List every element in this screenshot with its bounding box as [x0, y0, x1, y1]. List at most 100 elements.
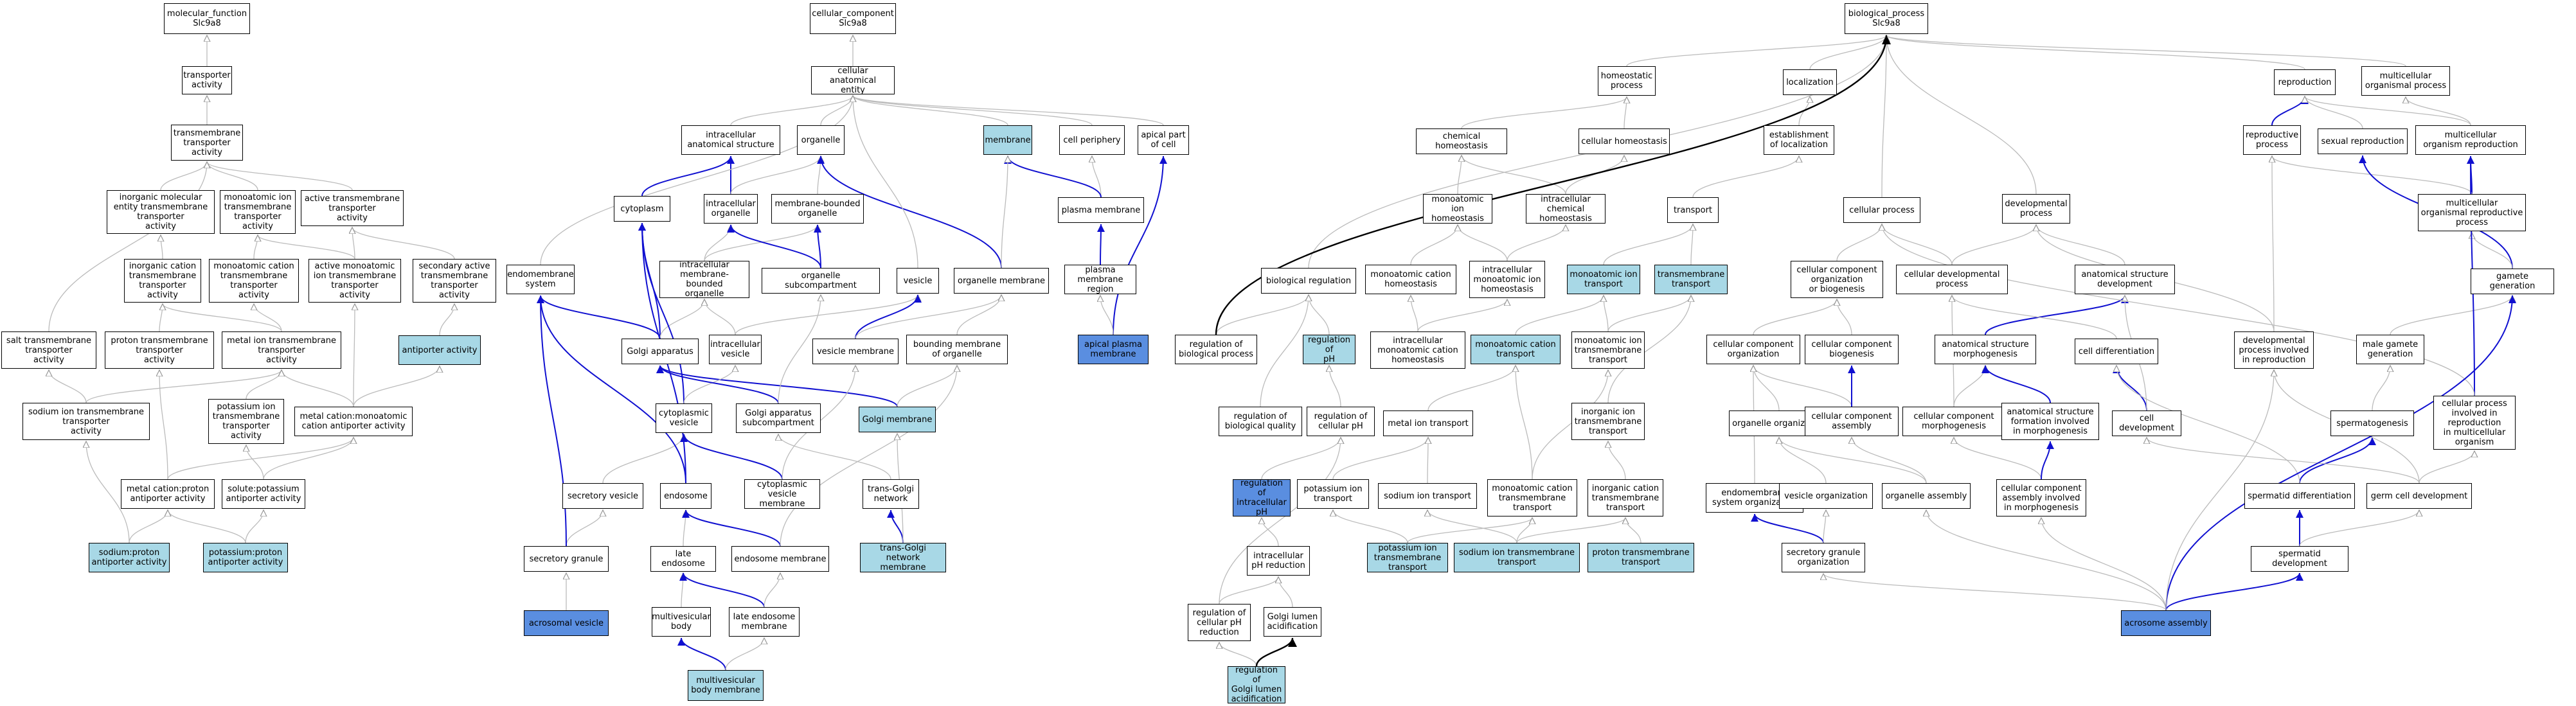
node-potassium-proton-antiporter[interactable]: potassium:proton antiporter activity	[203, 543, 288, 572]
node-multicellular-organism-reproduction[interactable]: multicellular organism reproduction	[2415, 125, 2526, 155]
node-plasma-membrane[interactable]: plasma membrane	[1058, 197, 1144, 223]
node-apical-plasma-membrane[interactable]: apical plasma membrane	[1078, 335, 1149, 364]
node-intracellular-vesicle[interactable]: intracellular vesicle	[709, 335, 762, 364]
node-secondary-active-transporter[interactable]: secondary active transmembrane transport…	[413, 259, 496, 303]
node-developmental-process-involved-in-reproduction[interactable]: developmental process involved in reprod…	[2234, 331, 2314, 369]
node-membrane-bounded-organelle[interactable]: membrane-bounded organelle	[771, 194, 864, 224]
node-establishment-of-localization[interactable]: establishment of localization	[1764, 125, 1834, 155]
node-anatomical-structure-development[interactable]: anatomical structure development	[2075, 265, 2175, 294]
node-cellular-component-organization-or-biogenesis[interactable]: cellular component organization or bioge…	[1791, 261, 1883, 298]
node-membrane[interactable]: membrane	[983, 125, 1032, 155]
node-sexual-reproduction[interactable]: sexual reproduction	[2318, 128, 2408, 154]
node-salt-transmembrane-transporter[interactable]: salt transmembrane transporter activity	[1, 331, 96, 369]
node-cellular-homeostasis[interactable]: cellular homeostasis	[1579, 128, 1670, 154]
node-trans-golgi-network-membrane[interactable]: trans-Golgi network membrane	[860, 543, 946, 572]
node-reproductive-process[interactable]: reproductive process	[2243, 125, 2301, 155]
node-cellular-process[interactable]: cellular process	[1843, 197, 1920, 223]
node-regulation-of-cellular-ph[interactable]: regulation of cellular pH	[1307, 407, 1375, 436]
node-regulation-of-cellular-ph-reduction[interactable]: regulation of cellular pH reduction	[1188, 604, 1251, 641]
node-secretory-vesicle[interactable]: secretory vesicle	[562, 483, 643, 509]
node-secretory-granule-organization[interactable]: secretory granule organization	[1782, 543, 1865, 572]
node-intracellular-ph-reduction[interactable]: intracellular pH reduction	[1247, 546, 1310, 576]
node-cytoplasmic-vesicle[interactable]: cytoplasmic vesicle	[656, 403, 712, 433]
node-potassium-ion-transporter[interactable]: potassium ion transmembrane transporter …	[208, 399, 284, 444]
node-metal-cation-proton-antiporter[interactable]: metal cation:proton antiporter activity	[121, 479, 215, 509]
node-multivesicular-body[interactable]: multivesicular body	[652, 607, 711, 637]
node-cell-differentiation[interactable]: cell differentiation	[2075, 339, 2158, 364]
node-cellular-component-morphogenesis[interactable]: cellular component morphogenesis	[1902, 407, 2005, 436]
node-golgi-apparatus[interactable]: Golgi apparatus	[622, 339, 699, 364]
node-intracellular-monoatomic-cation-homeostasis[interactable]: intracellular monoatomic cation homeosta…	[1370, 331, 1465, 369]
node-organelle-assembly[interactable]: organelle assembly	[1882, 483, 1971, 509]
node-inorganic-ion-transmembrane-transport[interactable]: inorganic ion transmembrane transport	[1571, 403, 1645, 440]
node-developmental-process[interactable]: developmental process	[2002, 194, 2070, 224]
node-cellular-process-involved-in-reproduction[interactable]: cellular process involved in reproductio…	[2433, 396, 2516, 450]
node-monoatomic-ion-homeostasis[interactable]: monoatomic ion homeostasis	[1423, 194, 1492, 224]
node-sodium-ion-transmembrane-transport[interactable]: sodium ion transmembrane transport	[1454, 543, 1580, 572]
node-intracellular-chemical-homeostasis[interactable]: intracellular chemical homeostasis	[1526, 194, 1606, 224]
node-proton-transmembrane-transport[interactable]: proton transmembrane transport	[1588, 543, 1694, 572]
node-multicellular-organismal-reproductive-process[interactable]: multicellular organismal reproductive pr…	[2418, 194, 2526, 231]
node-intracellular-monoatomic-ion-homeostasis[interactable]: intracellular monoatomic ion homeostasis	[1469, 261, 1545, 298]
node-plasma-membrane-region[interactable]: plasma membrane region	[1064, 265, 1136, 294]
node-vesicle[interactable]: vesicle	[897, 268, 939, 294]
node-solute-potassium-antiporter[interactable]: solute:potassium antiporter activity	[222, 479, 305, 509]
node-gamete-generation[interactable]: gamete generation	[2471, 269, 2554, 294]
node-localization[interactable]: localization	[1783, 69, 1837, 95]
node-monoatomic-ion-transmembrane-transport[interactable]: monoatomic ion transmembrane transport	[1571, 331, 1645, 369]
node-cytoplasm[interactable]: cytoplasm	[614, 196, 670, 222]
node-male-gamete-generation[interactable]: male gamete generation	[2356, 335, 2424, 364]
node-organelle-subcompartment[interactable]: organelle subcompartment	[762, 268, 880, 294]
node-acrosomal-vesicle[interactable]: acrosomal vesicle	[524, 610, 609, 636]
node-metal-ion-transport[interactable]: metal ion transport	[1383, 410, 1473, 436]
node-golgi-membrane[interactable]: Golgi membrane	[859, 407, 936, 432]
node-endosome-membrane[interactable]: endosome membrane	[731, 546, 829, 572]
node-metal-cation-antiporter[interactable]: metal cation:monoatomic cation antiporte…	[294, 407, 413, 436]
node-regulation-of-biological-process[interactable]: regulation of biological process	[1175, 335, 1257, 364]
node-intracellular-organelle[interactable]: intracellular organelle	[704, 194, 758, 224]
node-chemical-homeostasis[interactable]: chemical homeostasis	[1416, 128, 1507, 154]
node-regulation-of-biological-quality[interactable]: regulation of biological quality	[1219, 407, 1302, 436]
node-transporter-activity[interactable]: transporter activity	[182, 66, 232, 94]
node-monoatomic-cation-homeostasis[interactable]: monoatomic cation homeostasis	[1365, 265, 1456, 294]
node-cellular-developmental-process[interactable]: cellular developmental process	[1896, 265, 2008, 294]
node-transmembrane-transport[interactable]: transmembrane transport	[1654, 265, 1728, 294]
node-organelle-membrane[interactable]: organelle membrane	[954, 268, 1049, 294]
node-homeostatic-process[interactable]: homeostatic process	[1598, 66, 1656, 96]
node-secretory-granule[interactable]: secretory granule	[524, 546, 609, 572]
node-molecular-function[interactable]: molecular_function Slc9a8	[164, 3, 250, 34]
node-monoatomic-cation-transport[interactable]: monoatomic cation transport	[1471, 335, 1561, 364]
node-inorganic-cation-transmembrane-transport[interactable]: inorganic cation transmembrane transport	[1588, 479, 1663, 516]
node-potassium-ion-transmembrane-transport[interactable]: potassium ion transmembrane transport	[1367, 543, 1448, 572]
node-endosome[interactable]: endosome	[660, 483, 711, 509]
node-cell-development[interactable]: cell development	[2112, 410, 2181, 436]
node-regulation-of-ph[interactable]: regulation of pH	[1303, 335, 1355, 364]
node-multicellular-organismal-process[interactable]: multicellular organismal process	[2361, 66, 2450, 96]
node-inorganic-molecular-entity-transporter[interactable]: inorganic molecular entity transmembrane…	[107, 190, 215, 234]
node-regulation-of-intracellular-ph[interactable]: regulation of intracellular pH	[1233, 479, 1291, 517]
node-spermatid-differentiation[interactable]: spermatid differentiation	[2244, 483, 2355, 509]
node-spermatid-development[interactable]: spermatid development	[2251, 546, 2348, 572]
node-potassium-ion-transport[interactable]: potassium ion transport	[1297, 479, 1369, 509]
node-active-monoatomic-ion-transporter[interactable]: active monoatomic ion transmembrane tran…	[309, 259, 401, 303]
node-apical-part-of-cell[interactable]: apical part of cell	[1138, 125, 1189, 155]
node-cytoplasmic-vesicle-membrane[interactable]: cytoplasmic vesicle membrane	[744, 479, 820, 509]
node-monoatomic-cation-transporter[interactable]: monoatomic cation transmembrane transpor…	[209, 259, 299, 303]
node-acrosome-assembly[interactable]: acrosome assembly	[2121, 610, 2211, 636]
node-intracellular-membrane-bounded-organelle[interactable]: intracellular membrane-bounded organelle	[659, 260, 749, 299]
node-late-endosome-membrane[interactable]: late endosome membrane	[729, 607, 800, 637]
node-intracellular-anatomical-structure[interactable]: intracellular anatomical structure	[681, 125, 780, 155]
node-monoatomic-ion-transporter[interactable]: monoatomic ion transmembrane transporter…	[220, 190, 296, 234]
node-spermatogenesis[interactable]: spermatogenesis	[2330, 410, 2414, 436]
node-endomembrane-system[interactable]: endomembrane system	[506, 265, 575, 294]
node-bounding-membrane-of-organelle[interactable]: bounding membrane of organelle	[906, 335, 1008, 364]
node-anatomical-structure-morphogenesis[interactable]: anatomical structure morphogenesis	[1935, 335, 2036, 364]
node-metal-ion-transporter[interactable]: metal ion transmembrane transporter acti…	[222, 331, 341, 369]
node-trans-golgi-network[interactable]: trans-Golgi network	[863, 479, 919, 509]
node-reproduction[interactable]: reproduction	[2274, 69, 2336, 95]
node-golgi-apparatus-subcompartment[interactable]: Golgi apparatus subcompartment	[736, 403, 821, 433]
node-transport[interactable]: transport	[1667, 197, 1719, 223]
node-inorganic-cation-transporter[interactable]: inorganic cation transmembrane transport…	[124, 259, 201, 303]
node-vesicle-organization[interactable]: vesicle organization	[1779, 483, 1873, 509]
node-antiporter-activity[interactable]: antiporter activity	[398, 335, 481, 365]
